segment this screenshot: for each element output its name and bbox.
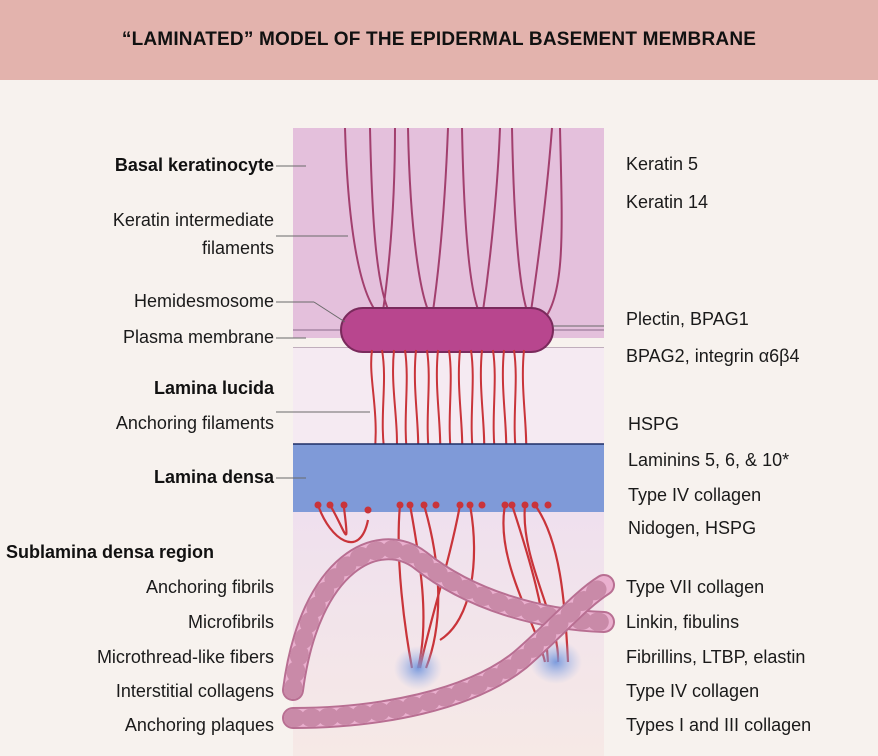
label-keratin-14: Keratin 14 <box>626 192 709 212</box>
lamina-lucida-layer <box>293 348 604 444</box>
label-hspg: HSPG <box>628 414 680 434</box>
label-types-i-iii-collagen: Types I and III collagen <box>626 715 812 735</box>
label-keratin-filaments-line2: filaments <box>201 238 274 258</box>
label-hemidesmosome: Hemidesmosome <box>133 291 274 311</box>
anchoring-plaque-left <box>394 646 442 690</box>
label-linkin-fibulins: Linkin, fibulins <box>626 612 740 632</box>
label-sublamina-densa: Sublamina densa region <box>6 542 215 562</box>
hemidesmosome <box>340 307 554 353</box>
label-anchoring-plaques: Anchoring plaques <box>124 715 274 735</box>
collagen-fibers <box>282 538 615 729</box>
label-bpag2-integrin: BPAG2, integrin α6β4 <box>626 346 800 366</box>
diagram-illustration <box>276 127 615 756</box>
label-nidogen-hspg: Nidogen, HSPG <box>628 518 757 538</box>
label-anchoring-fibrils: Anchoring fibrils <box>145 577 274 597</box>
title-banner: “LAMINATED” MODEL OF THE EPIDERMAL BASEM… <box>0 0 878 80</box>
lamina-densa-layer <box>293 444 604 512</box>
label-lamina-lucida: Lamina lucida <box>153 378 274 398</box>
label-microthread-fibers: Microthread-like fibers <box>96 647 274 667</box>
label-type-iv-collagen-a: Type IV collagen <box>628 485 762 505</box>
label-laminins: Laminins 5, 6, & 10* <box>628 450 790 470</box>
label-interstitial-collagens: Interstitial collagens <box>115 681 274 701</box>
anchoring-fibril-knobs <box>314 501 552 514</box>
label-type-vii-collagen: Type VII collagen <box>626 577 765 597</box>
label-type-iv-collagen-b: Type IV collagen <box>626 681 760 701</box>
label-plectin-bpag1: Plectin, BPAG1 <box>626 309 749 329</box>
left-leader-lines <box>276 165 370 479</box>
label-plasma-membrane: Plasma membrane <box>122 327 274 347</box>
label-keratin-5: Keratin 5 <box>626 154 699 174</box>
label-basal-keratinocyte: Basal keratinocyte <box>114 155 274 175</box>
label-fibrillins: Fibrillins, LTBP, elastin <box>626 647 806 667</box>
page-title: “LAMINATED” MODEL OF THE EPIDERMAL BASEM… <box>121 29 757 50</box>
label-microfibrils: Microfibrils <box>187 612 274 632</box>
diagram <box>0 80 878 756</box>
label-keratin-filaments-line1: Keratin intermediate <box>112 210 274 230</box>
label-anchoring-filaments: Anchoring filaments <box>115 413 274 433</box>
basal-keratinocyte-cell <box>293 128 604 338</box>
label-lamina-densa: Lamina densa <box>153 467 274 487</box>
